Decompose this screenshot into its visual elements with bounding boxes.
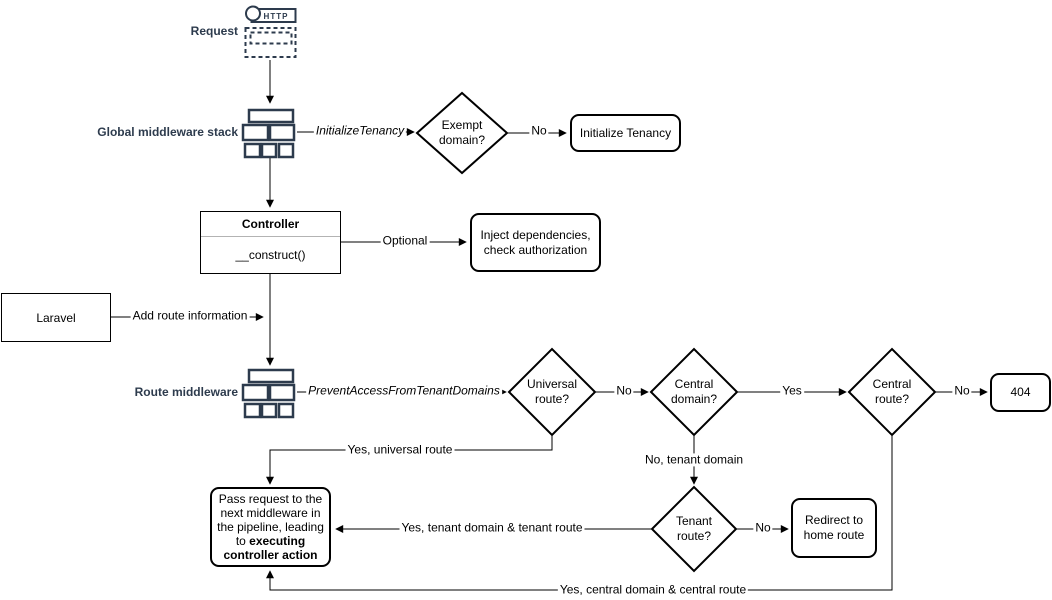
node-laravel: Laravel: [1, 293, 111, 342]
global-middleware-label: Global middleware stack: [97, 125, 238, 139]
pass-request-text: Pass request to the next middleware in t…: [217, 491, 324, 563]
request-label: Request: [190, 24, 238, 38]
node-redirect-home-route: Redirect to home route: [791, 498, 877, 558]
edge-label-prevent-access-middleware: PreventAccessFromTenantDomains: [306, 383, 502, 398]
decision-central-route-label: Central route?: [872, 377, 912, 406]
node-inject-dependencies: Inject dependencies, check authorization: [470, 213, 601, 272]
decision-central-route: [847, 347, 937, 437]
http-request-icon: [244, 5, 297, 58]
controller-title: Controller: [201, 212, 340, 237]
decision-central-domain: [649, 347, 739, 437]
edge-label-optional: Optional: [380, 233, 430, 248]
controller-method: __construct(): [235, 248, 306, 262]
route-middleware-label: Route middleware: [134, 385, 238, 399]
edge-label-exempt-no: No: [529, 123, 549, 138]
edge-label-yes-central-route: Yes, central domain & central route: [557, 582, 749, 597]
decision-tenant-route: [650, 485, 738, 573]
edge-label-add-route-information: Add route information: [130, 308, 250, 323]
node-controller: Controller __construct(): [200, 211, 341, 274]
edge-label-tenant-no: No: [753, 520, 773, 535]
http-icon-label: HTTP: [263, 12, 289, 21]
route-middleware-stack-icon: [241, 368, 296, 419]
edge-label-central-route-no: No: [952, 383, 972, 398]
node-404: 404: [990, 373, 1051, 412]
edge-label-central-domain-yes: Yes: [780, 383, 804, 398]
decision-tenant-route-label: Tenant route?: [675, 514, 713, 543]
edge-label-no-tenant-domain: No, tenant domain: [642, 452, 746, 467]
edge-label-initialize-tenancy-middleware: InitializeTenancy: [313, 123, 407, 138]
decision-universal-route-label: Universal route?: [526, 377, 577, 406]
decision-central-domain-label: Central domain?: [670, 377, 718, 406]
decision-exempt-domain-label: Exempt domain?: [438, 118, 486, 147]
decision-exempt-domain: [415, 91, 509, 175]
edge-label-yes-universal-route: Yes, universal route: [345, 442, 455, 457]
edge-label-universal-no: No: [614, 383, 634, 398]
global-middleware-stack-icon: [241, 108, 296, 159]
edge-label-yes-tenant-route: Yes, tenant domain & tenant route: [399, 520, 585, 535]
decision-universal-route: [507, 347, 597, 437]
node-pass-request: Pass request to the next middleware in t…: [210, 487, 331, 567]
node-initialize-tenancy: Initialize Tenancy: [570, 114, 681, 152]
